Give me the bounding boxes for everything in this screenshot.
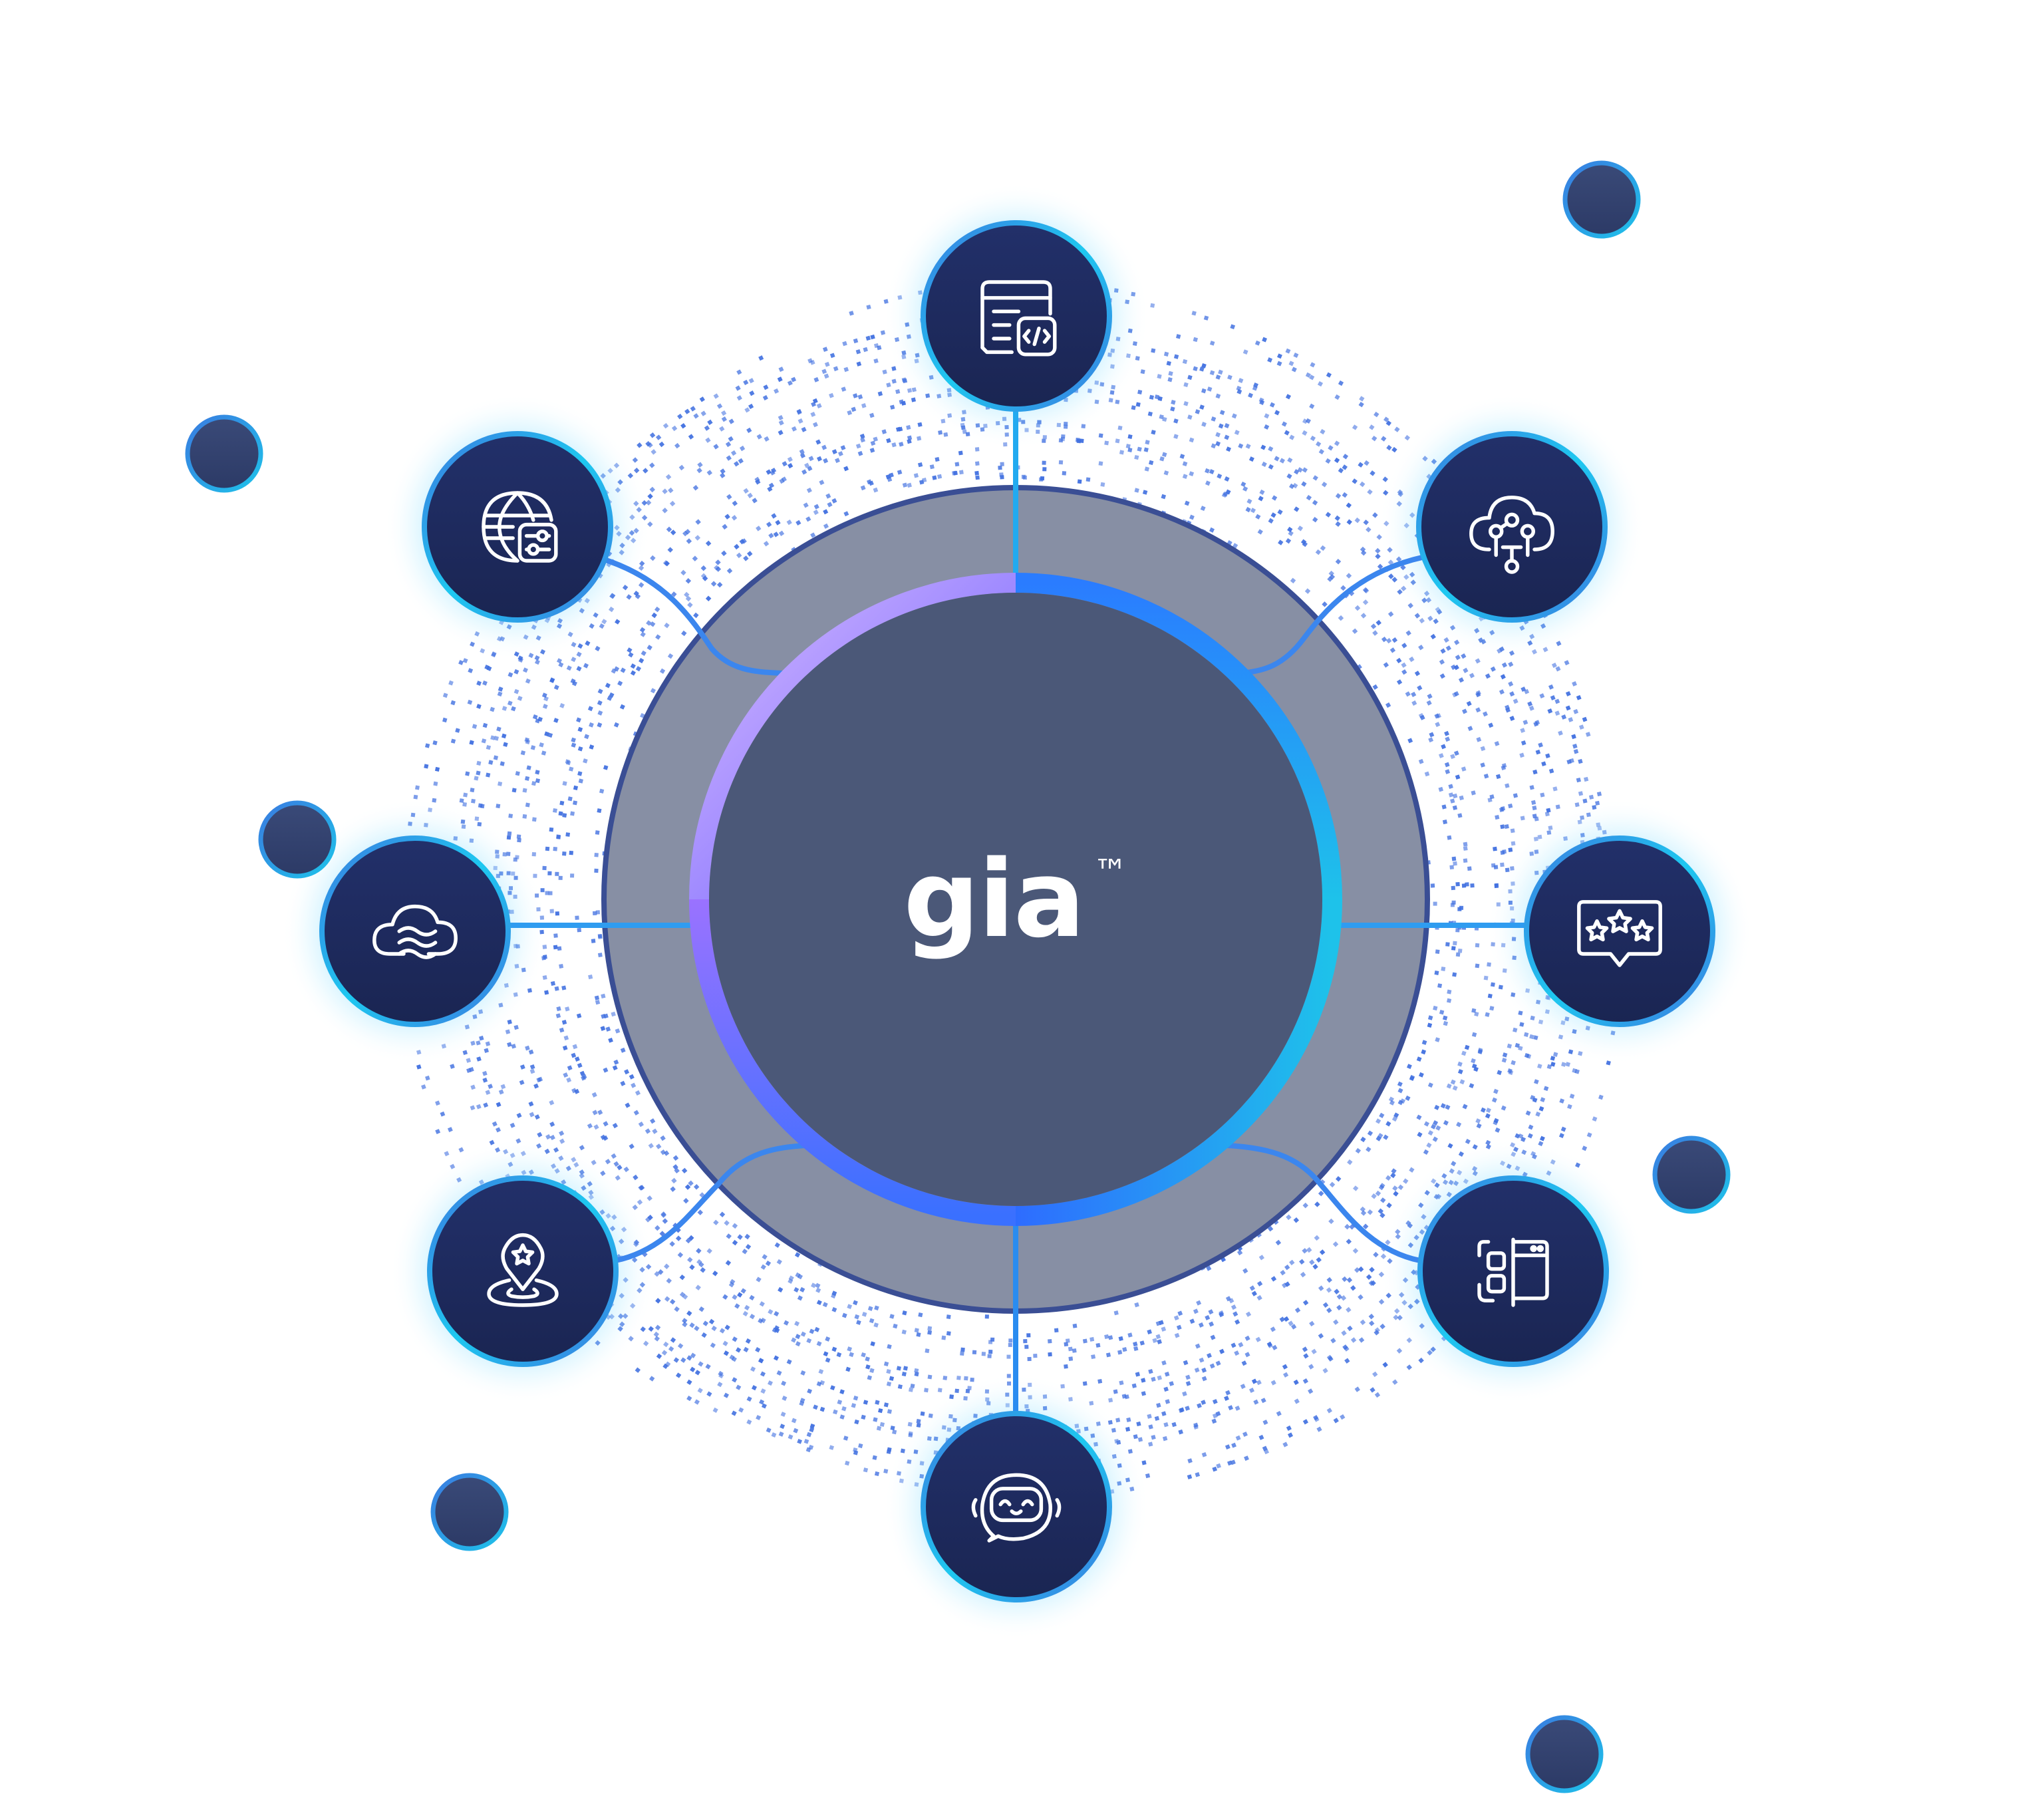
gradient-ring xyxy=(689,573,1342,1226)
decorative-dots xyxy=(185,160,1731,1793)
decorative-dot xyxy=(185,414,263,493)
node-right[interactable] xyxy=(1524,835,1715,1027)
rating-stars-chat-icon xyxy=(1577,900,1662,967)
connector-top-left xyxy=(599,556,784,676)
node-bottom[interactable] xyxy=(921,1411,1112,1602)
decorative-dot xyxy=(1652,1136,1731,1214)
decorative-dot xyxy=(1525,1715,1604,1793)
connector-bottom-left xyxy=(613,1143,807,1263)
node-circle xyxy=(422,431,613,623)
node-circle xyxy=(427,1175,619,1367)
decorative-dot xyxy=(258,800,337,879)
nodes xyxy=(319,220,1715,1602)
center-disc xyxy=(709,593,1322,1206)
decorative-dot xyxy=(1562,160,1641,239)
node-top-left[interactable] xyxy=(422,431,613,623)
node-circle xyxy=(921,220,1112,412)
chatbot-icon xyxy=(971,1473,1062,1543)
scan-app-icon xyxy=(1477,1237,1549,1307)
connectors xyxy=(506,406,1529,1416)
node-top-right[interactable] xyxy=(1416,431,1608,623)
node-left[interactable] xyxy=(319,835,511,1027)
web-code-icon xyxy=(980,280,1057,357)
node-top[interactable] xyxy=(921,220,1112,412)
globe-settings-icon xyxy=(482,491,558,563)
connector-top-right xyxy=(1236,555,1425,676)
location-star-icon xyxy=(487,1233,559,1307)
node-bottom-left[interactable] xyxy=(427,1175,619,1367)
cloud-wind-icon xyxy=(372,904,458,959)
cloud-network-icon xyxy=(1469,496,1554,574)
connector-bottom-right xyxy=(1225,1143,1423,1263)
node-circle xyxy=(921,1411,1112,1602)
decorative-dot xyxy=(430,1473,509,1551)
node-circle xyxy=(1524,835,1715,1027)
node-bottom-right[interactable] xyxy=(1417,1175,1609,1367)
